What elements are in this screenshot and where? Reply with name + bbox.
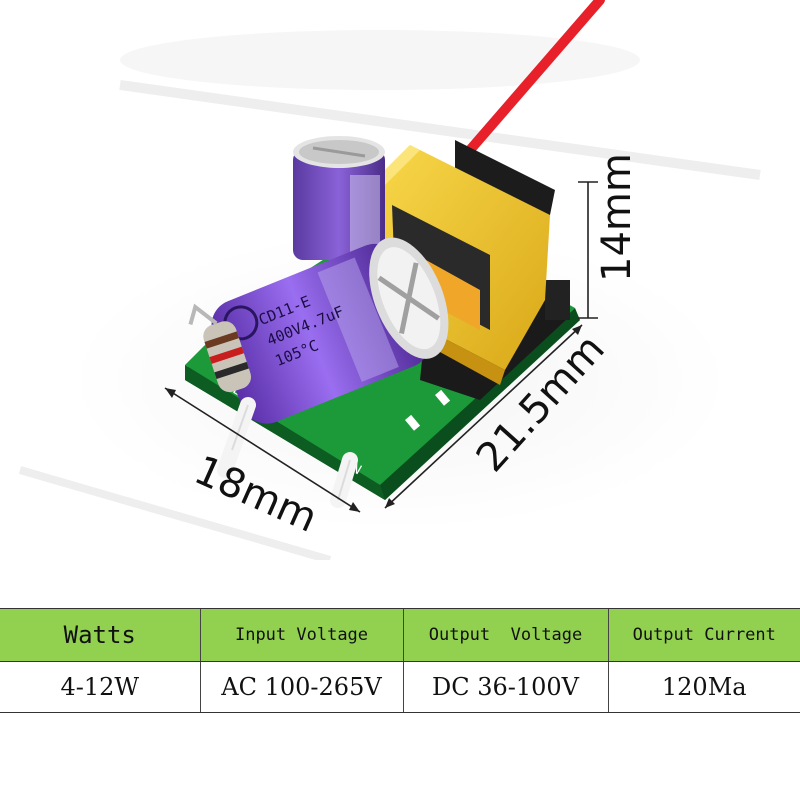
table-row: 4-12W AC 100-265V DC 36-100V 120Ma	[0, 661, 800, 713]
small-capacitor	[293, 136, 385, 260]
resistor	[188, 303, 252, 393]
header-output-current: Output Current	[607, 608, 800, 662]
header-watts: Watts	[0, 608, 200, 662]
cell-input-voltage: AC 100-265V	[199, 661, 403, 713]
dimension-line-length	[384, 324, 583, 509]
background-wire	[119, 80, 761, 180]
background-wire	[18, 466, 332, 560]
header-input-voltage: Input Voltage	[199, 608, 403, 662]
cell-output-voltage: DC 36-100V	[402, 661, 608, 713]
height-dimension-label: 14mm	[594, 153, 640, 282]
product-photo: L N	[18, 0, 761, 560]
driver-board-illustration: L N	[18, 0, 761, 560]
cell-output-current: 120Ma	[607, 661, 800, 713]
large-capacitor: CD11-E 400V4.7uF 105°C	[211, 237, 449, 424]
spec-table-header-row: Watts Input Voltage Output Voltage Outpu…	[0, 608, 800, 662]
red-wire	[465, 0, 605, 155]
dimension-line-height	[578, 181, 598, 319]
spec-table: Watts Input Voltage Output Voltage Outpu…	[0, 608, 800, 713]
cell-watts: 4-12W	[0, 661, 200, 713]
header-output-voltage: Output Voltage	[402, 608, 608, 662]
dimension-line-width	[164, 387, 361, 513]
